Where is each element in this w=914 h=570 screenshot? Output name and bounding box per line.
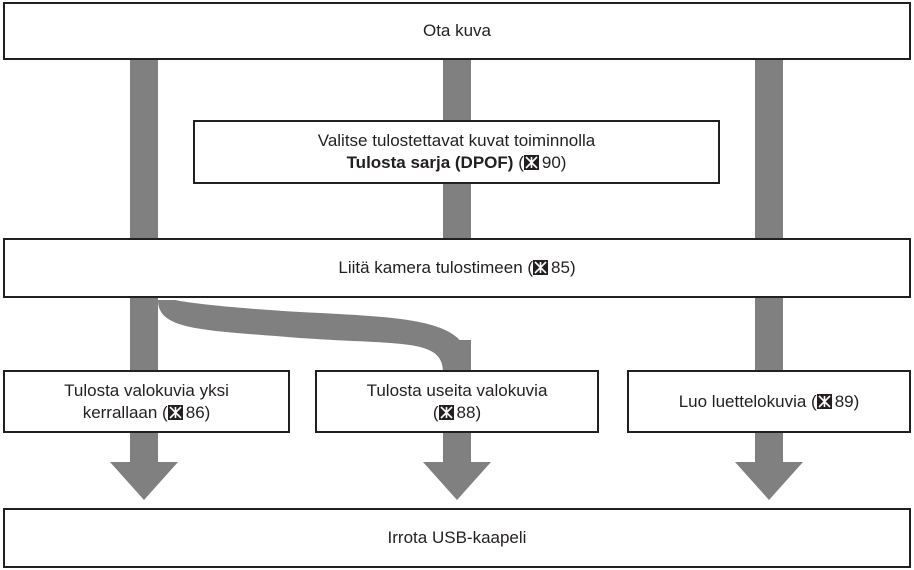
page-reference-icon xyxy=(816,393,832,409)
print-multiple-line2: (88) xyxy=(367,402,548,424)
shaft-left-mid xyxy=(130,298,158,370)
print-one-line1: Tulosta valokuvia yksi xyxy=(64,380,229,400)
shaft-left-top xyxy=(130,60,158,238)
print-multiple-open: ( xyxy=(432,402,439,422)
print-multiple-line1: Tulosta useita valokuvia xyxy=(366,380,548,400)
print-multiple-text: Tulosta useita valokuvia (88) xyxy=(367,380,548,424)
dpof-ref-page: 90) xyxy=(541,153,567,172)
disconnect-usb-box: Irrota USB-kaapeli xyxy=(3,508,911,568)
dpof-ref-open: ( xyxy=(518,153,524,172)
select-dpof-text: Valitse tulostettavat kuvat toiminnolla … xyxy=(318,130,596,174)
page-reference-icon xyxy=(167,404,183,420)
print-multiple-box: Tulosta useita valokuvia (88) xyxy=(315,370,599,433)
print-one-line2: kerrallaan ( 86) xyxy=(64,402,229,424)
index-print-text: Luo luettelokuvia ( 89) xyxy=(679,391,860,413)
take-picture-label: Ota kuva xyxy=(422,21,492,40)
select-dpof-box: Valitse tulostettavat kuvat toiminnolla … xyxy=(193,120,720,184)
connect-camera-box: Liitä kamera tulostimeen ( 85) xyxy=(3,238,911,298)
select-dpof-line1: Valitse tulostettavat kuvat toiminnolla xyxy=(317,131,596,150)
arrow-head-left xyxy=(110,462,178,500)
page-reference-icon xyxy=(533,260,549,275)
index-print-box: Luo luettelokuvia ( 89) xyxy=(627,370,911,433)
connect-camera-text: Liitä kamera tulostimeen ( 85) xyxy=(338,257,575,279)
shaft-left-bottom xyxy=(130,433,158,463)
print-multiple-page: 88) xyxy=(456,402,482,422)
page-reference-icon xyxy=(523,155,539,170)
print-one-line2-label: kerrallaan ( xyxy=(82,402,168,422)
select-dpof-line2: Tulosta sarja (DPOF) (90) xyxy=(318,152,596,174)
disconnect-usb-label: Irrota USB-kaapeli xyxy=(387,528,527,547)
shaft-center-mid xyxy=(443,340,471,370)
arrow-heads xyxy=(110,462,803,500)
arrow-head-center xyxy=(423,462,491,500)
shaft-center-bottom xyxy=(443,433,471,463)
dpof-menu-name: Tulosta sarja (DPOF) xyxy=(346,153,514,172)
page-reference-icon xyxy=(438,404,454,420)
index-print-label: Luo luettelokuvia ( xyxy=(678,391,817,411)
index-print-page: 89) xyxy=(834,391,860,411)
print-one-box: Tulosta valokuvia yksi kerrallaan ( 86) xyxy=(3,370,290,433)
connect-camera-page: 85) xyxy=(551,258,576,277)
shaft-curve-to-center xyxy=(158,300,471,372)
print-one-page: 86) xyxy=(185,402,211,422)
print-one-text: Tulosta valokuvia yksi kerrallaan ( 86) xyxy=(64,380,229,424)
arrow-head-right xyxy=(735,462,803,500)
take-picture-box: Ota kuva xyxy=(3,2,911,60)
connect-camera-label: Liitä kamera tulostimeen ( xyxy=(338,258,534,277)
shaft-right-bottom xyxy=(755,433,783,463)
